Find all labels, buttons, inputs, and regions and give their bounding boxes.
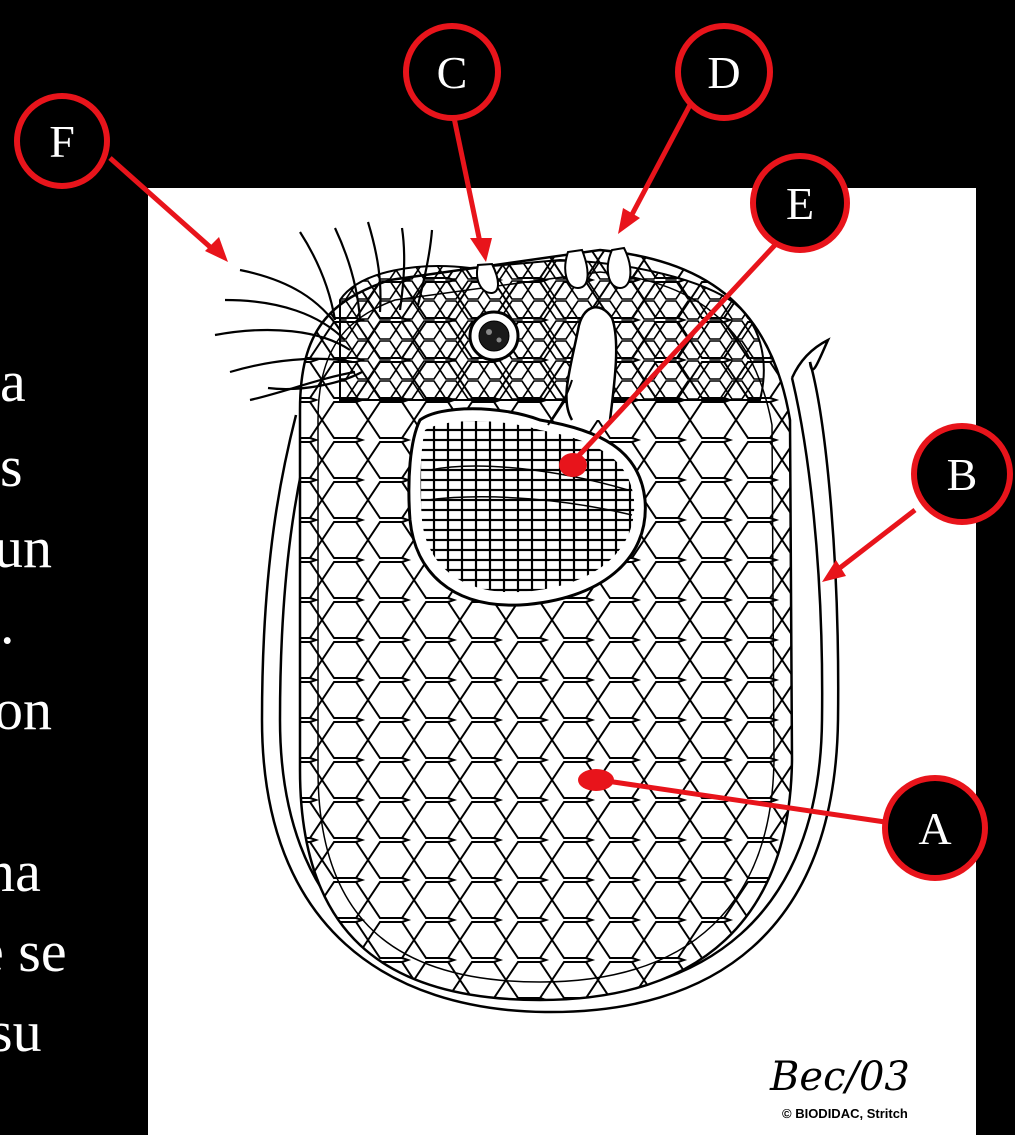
label-e-text: E xyxy=(786,178,814,229)
label-a-text: A xyxy=(918,803,951,854)
artist-signature: Bec/03 xyxy=(769,1054,910,1100)
egg-cell-speckle xyxy=(486,329,492,335)
label-d-text: D xyxy=(707,47,740,98)
label-b: B xyxy=(914,426,1010,522)
label-a: A xyxy=(885,778,985,878)
label-e: E xyxy=(753,156,847,250)
neck-lobe-d xyxy=(608,248,631,288)
image-credit: © BIODIDAC, Stritch xyxy=(782,1106,908,1121)
label-f-text: F xyxy=(49,116,75,167)
egg-cell xyxy=(479,321,509,351)
label-b-text: B xyxy=(947,449,978,500)
label-c-text: C xyxy=(437,47,468,98)
label-c: C xyxy=(406,26,498,118)
egg-cell-speckle xyxy=(497,338,502,343)
label-d: D xyxy=(678,26,770,118)
sheath-tip xyxy=(792,340,828,378)
neck-lobe-left xyxy=(565,250,587,288)
label-f: F xyxy=(17,96,107,186)
